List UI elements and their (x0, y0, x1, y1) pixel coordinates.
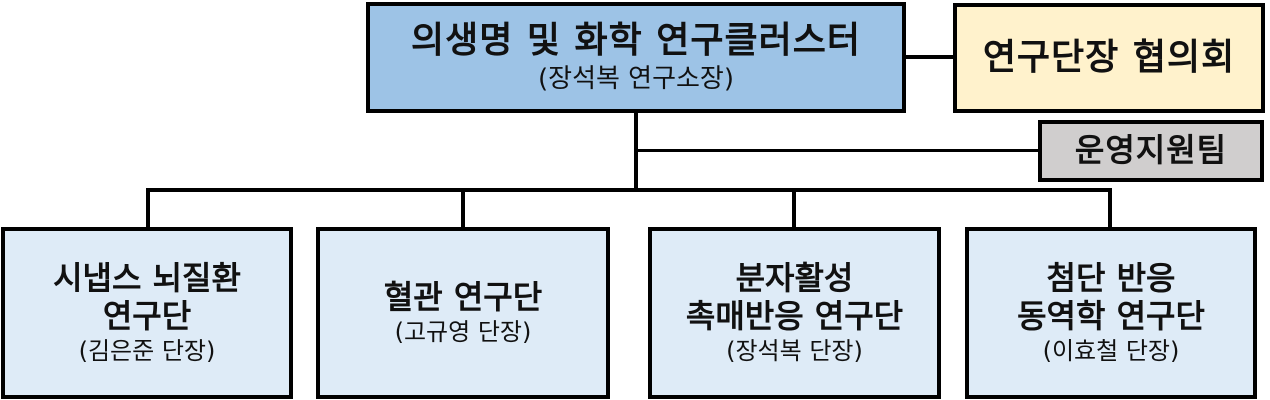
unit-leader: (김은준 단장) (78, 337, 216, 366)
unit-box-vascular: 혈관 연구단 (고규영 단장) (316, 227, 610, 399)
connector-unit-4 (1108, 188, 1112, 229)
unit-leader: (고규영 단장) (394, 318, 532, 347)
cluster-head-box: 의생명 및 화학 연구클러스터 (장석복 연구소장) (366, 2, 906, 113)
connector-support (636, 149, 1040, 152)
unit-box-synapse: 시냅스 뇌질환 연구단 (김은준 단장) (1, 227, 293, 399)
connector-trunk (634, 112, 638, 192)
unit-title-line2: 연구단 (102, 296, 192, 335)
connector-unit-1 (146, 188, 150, 246)
unit-leader: (장석복 단장) (726, 337, 863, 366)
unit-title-line1: 첨단 반응 (1046, 258, 1176, 297)
connector-bus (146, 188, 1112, 192)
connector-unit-2 (461, 188, 465, 229)
unit-leader: (이효철 단장) (1042, 337, 1180, 366)
support-team-box: 운영지원팀 (1038, 120, 1264, 182)
council-box: 연구단장 협의회 (953, 3, 1265, 113)
unit-title-line2: 촉매반응 연구단 (685, 296, 904, 335)
cluster-title: 의생명 및 화학 연구클러스터 (410, 19, 862, 61)
council-title: 연구단장 협의회 (982, 36, 1236, 78)
unit-title-line1: 시냅스 뇌질환 (53, 258, 241, 297)
connector-head-council (904, 55, 956, 59)
support-team-title: 운영지원팀 (1074, 131, 1228, 170)
unit-title-line1: 분자활성 (735, 258, 854, 297)
unit-title-line2: 동역학 연구단 (1017, 296, 1205, 335)
unit-box-catalysis: 분자활성 촉매반응 연구단 (장석복 단장) (648, 227, 941, 399)
connector-unit-3 (792, 188, 796, 229)
unit-title-line1: 혈관 연구단 (383, 277, 543, 316)
cluster-leader: (장석복 연구소장) (538, 64, 734, 95)
unit-box-dynamics: 첨단 반응 동역학 연구단 (이효철 단장) (965, 227, 1257, 399)
